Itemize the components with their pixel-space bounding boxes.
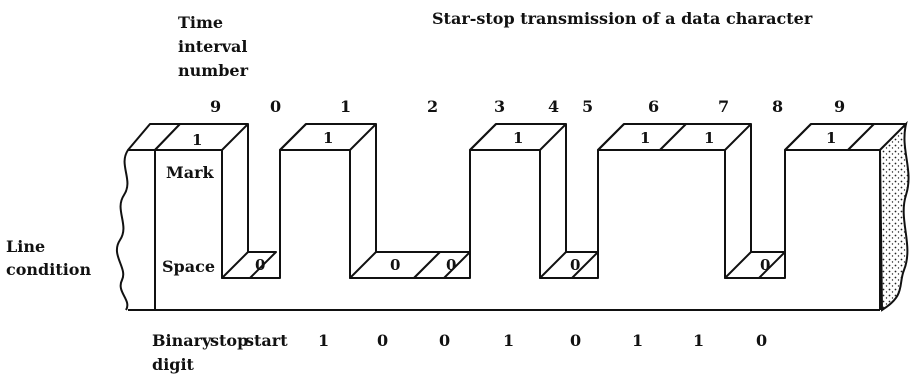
- binary-digit: 1: [318, 331, 329, 350]
- mark-bit: 1: [704, 129, 714, 147]
- interval-number: 2: [427, 97, 438, 116]
- space-bits: 0 0 0 0 0: [255, 256, 770, 274]
- line-condition-label-line2: condition: [6, 260, 91, 279]
- interval-number: 5: [582, 97, 593, 116]
- interval-number: 3: [494, 97, 505, 116]
- mark-bit: 1: [323, 129, 333, 147]
- interval-number: 9: [210, 97, 221, 116]
- binary-digit-label-line1: Binary: [152, 331, 212, 350]
- right-break-face: [878, 120, 910, 312]
- depth-edges: [247, 123, 812, 252]
- binary-digit-label-line2: digit: [152, 355, 195, 374]
- binary-digit: 0: [570, 331, 581, 350]
- interval-number: 6: [648, 97, 659, 116]
- mark-level-label: Mark: [166, 163, 215, 182]
- binary-digit: 0: [756, 331, 767, 350]
- space-bit: 0: [570, 256, 580, 274]
- diagram-title: Star-stop transmission of a data charact…: [432, 9, 813, 28]
- mark-bits: 1 1 1 1 1 1: [192, 129, 836, 149]
- stop-label: stop: [210, 331, 248, 350]
- mark-bit: 1: [513, 129, 523, 147]
- line-condition-label-line1: Line: [6, 237, 45, 256]
- time-interval-label-line1: Time: [178, 13, 223, 32]
- time-interval-label-line3: number: [178, 61, 249, 80]
- interval-number: 0: [270, 97, 281, 116]
- binary-digit: 0: [377, 331, 388, 350]
- start-label: start: [245, 331, 288, 350]
- space-bit: 0: [390, 256, 400, 274]
- time-interval-label-line2: interval: [178, 37, 247, 56]
- signal-waveform: [128, 149, 881, 311]
- binary-digit: 1: [503, 331, 514, 350]
- space-top-surfaces: [221, 251, 786, 279]
- interval-number: 9: [834, 97, 845, 116]
- space-bit: 0: [255, 256, 265, 274]
- space-level-label: Space: [162, 257, 215, 276]
- binary-digit: 1: [693, 331, 704, 350]
- mark-bit: 1: [640, 129, 650, 147]
- interval-number: 4: [548, 97, 559, 116]
- interval-number: 8: [772, 97, 783, 116]
- interval-number: 1: [340, 97, 351, 116]
- space-bit: 0: [760, 256, 770, 274]
- interval-number: 7: [718, 97, 729, 116]
- mark-bit: 1: [192, 131, 202, 149]
- interval-numbers: 9 0 1 2 3 4 5 6 7 8 9: [210, 97, 845, 116]
- space-bit: 0: [446, 256, 456, 274]
- mark-bit: 1: [826, 129, 836, 147]
- left-break-edge: [115, 149, 129, 311]
- binary-digit: 1: [632, 331, 643, 350]
- binary-digits: 1 0 0 1 0 1 1 0: [318, 331, 767, 350]
- binary-digit: 0: [439, 331, 450, 350]
